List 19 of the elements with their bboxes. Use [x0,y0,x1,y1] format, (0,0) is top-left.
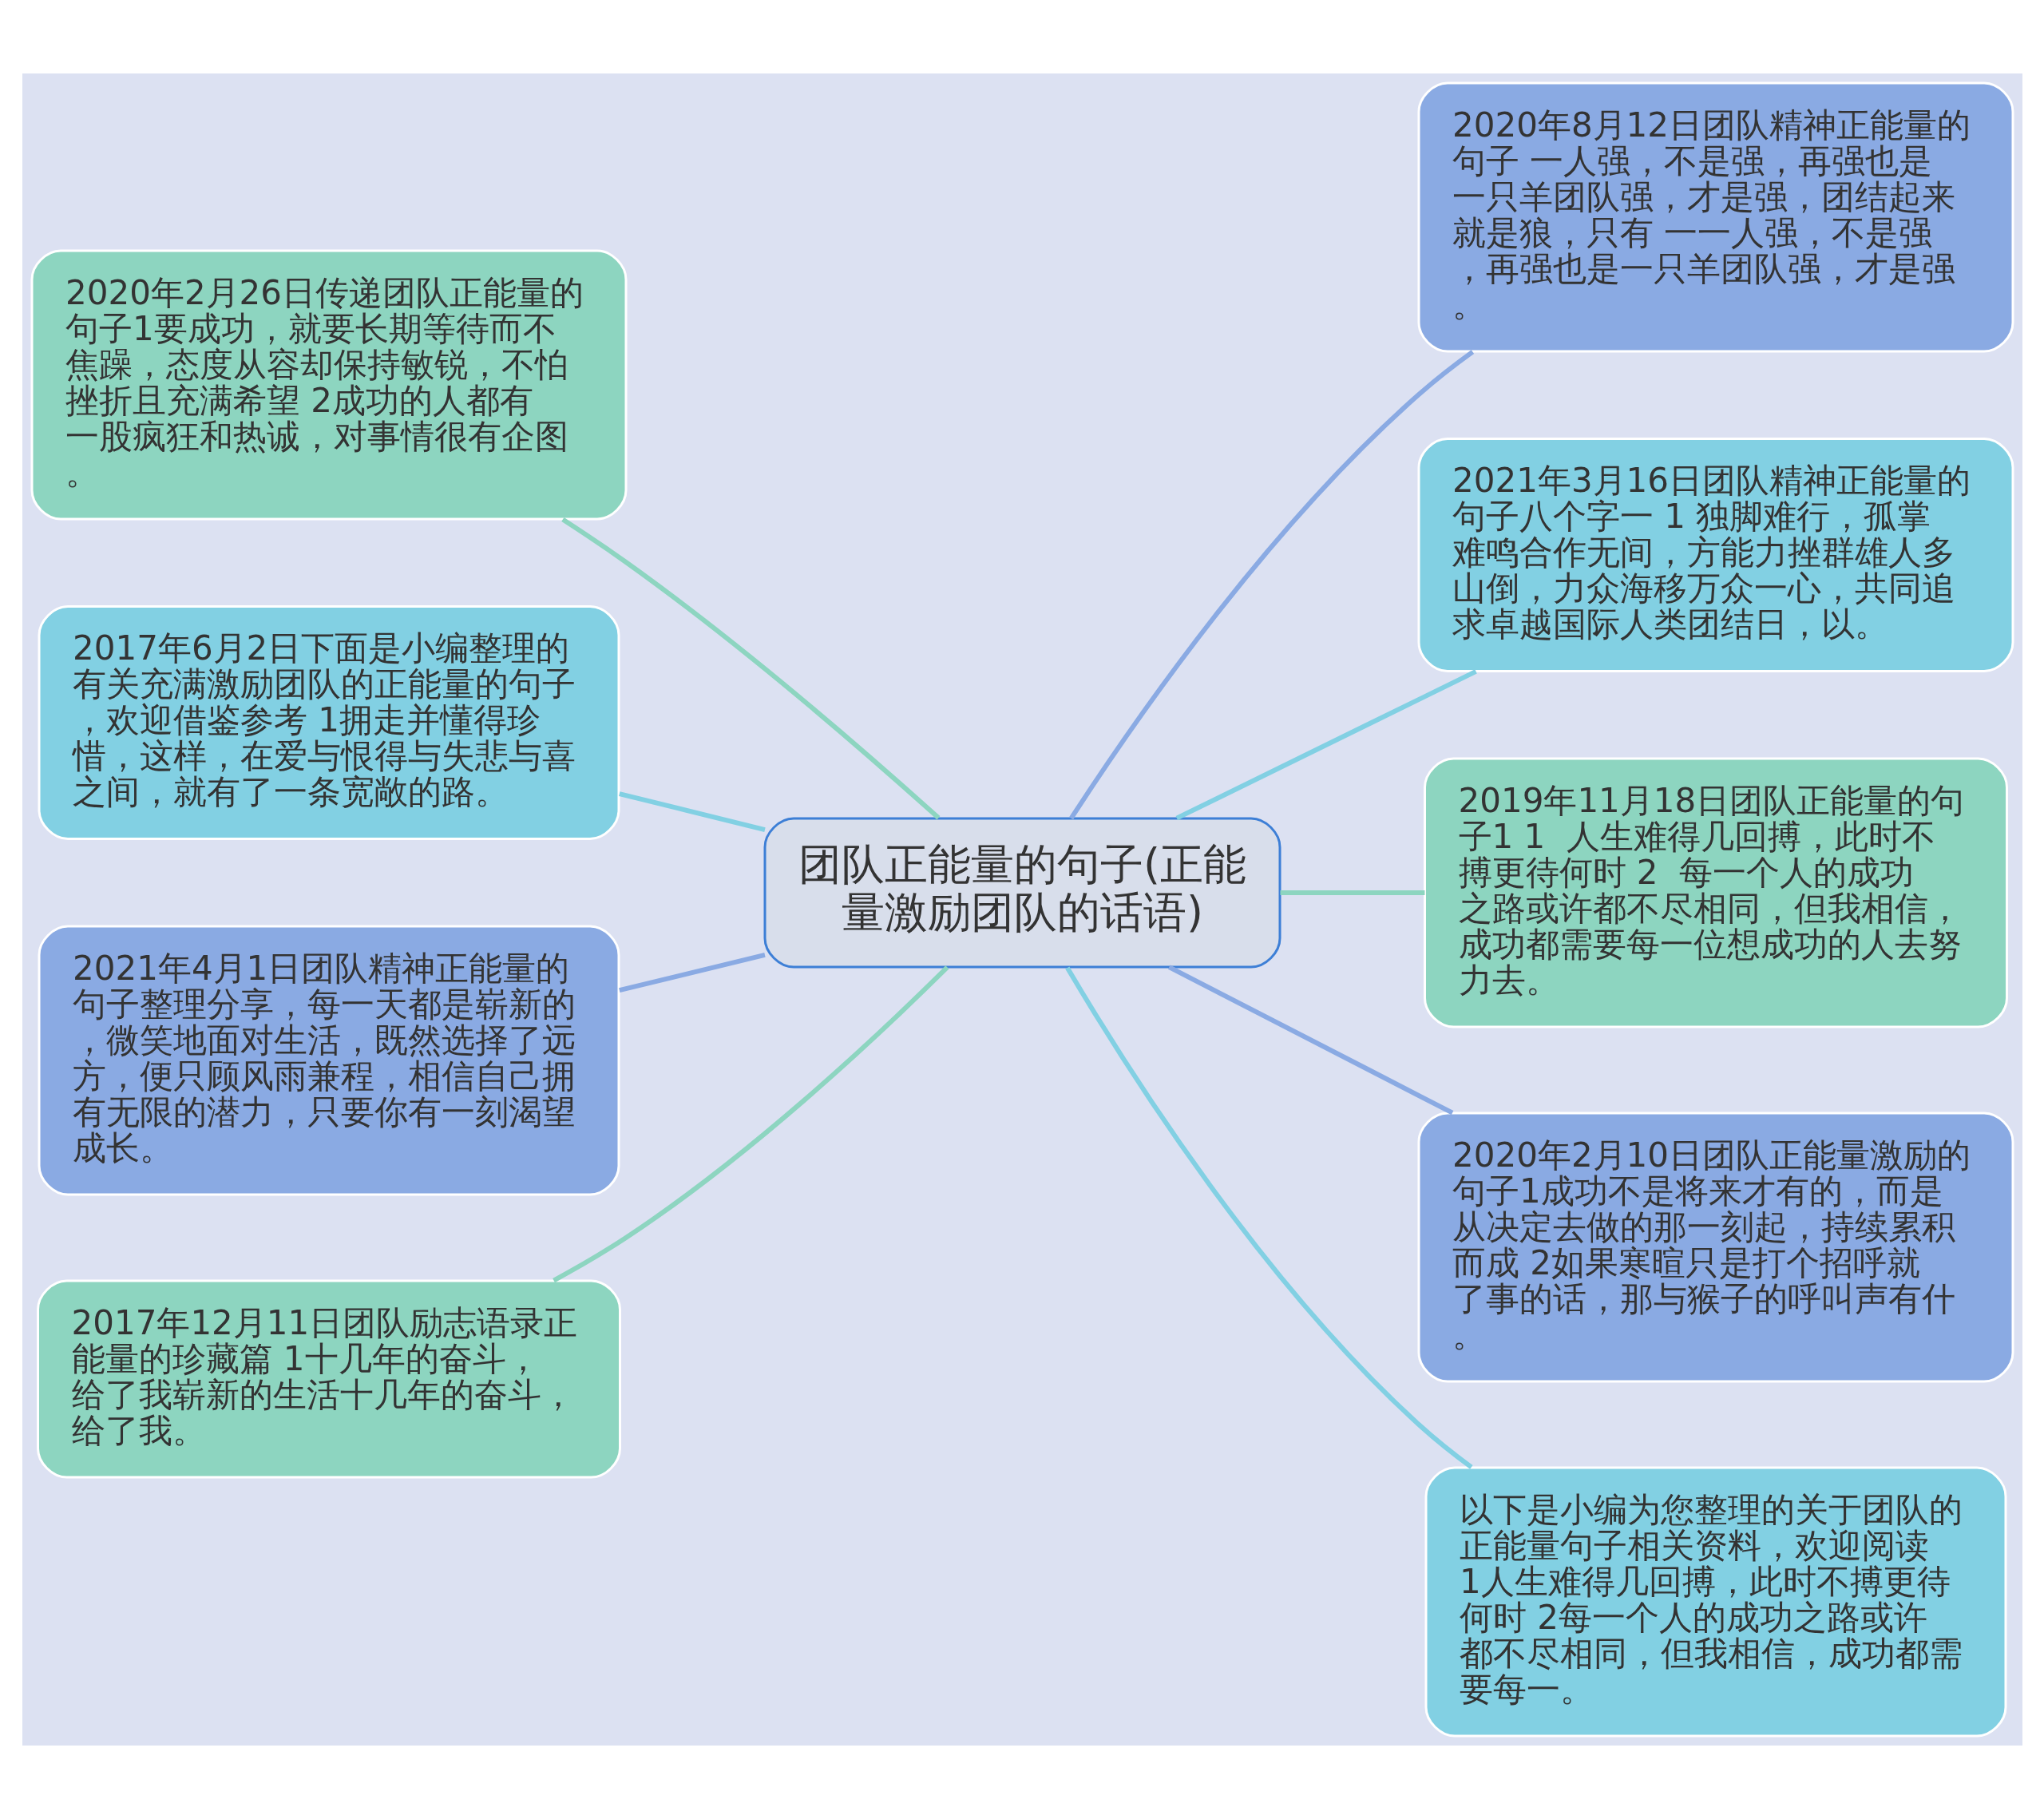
connector [1068,350,1474,820]
connector [561,517,940,820]
connector [618,952,766,993]
connector [1175,669,1477,821]
connector [1064,966,1473,1469]
node-box: 2021年3月16日团队精神正能量的句子八个字一 1 独脚难行，孤掌难鸣合作无间，方能力挫群雄人多山倒，力众海移万众一心，共同追求卓越国际人类团结日，以。 [1417,438,2014,672]
node-box: 2017年12月11日团队励志语录正能量的珍藏篇 1十几年的奋斗，给了我崭新的生活十几年的奋斗，给了我。 [36,1279,621,1479]
node-box: 2019年11月18日团队正能量的句子1 1 人生难得几回搏，此时不搏更待何时 2 每一个人的成功之路或许都不尽相同，但我相信，成功都需要每一位想成功的人去努力去。 [1423,757,2008,1028]
connector [552,965,949,1283]
connector [1279,890,1424,895]
node-box: 2020年2月26日传递团队正能量的句子1要成功，就要长期等待而不焦躁，态度从容却保持敏锐，不怕挫折且充满希望 2成功的人都有一股疯狂和热诚，对事情很有企图。 [30,249,627,521]
node-box: 2021年4月1日团队精神正能量的句子整理分享，每一天都是崭新的，微笑地面对生活，既然选择了远方，便只顾风雨兼程，相信自己拥有无限的潜力，只要你有一刻渴望成长。 [38,925,620,1196]
node-box: 2017年6月2日下面是小编整理的有关充满激励团队的正能量的句子，欢迎借鉴参考 1拥走并懂得珍惜，这样，在爱与恨得与失悲与喜之间，就有了一条宽敞的路。 [38,605,620,840]
connector [1167,965,1453,1116]
node-box: 以下是小编为您整理的关于团队的正能量句子相关资料，欢迎阅读 1人生难得几回搏，此时不搏更待何时 2每一个人的成功之路或许都不尽相同，但我相信，成功都需要每一。 [1424,1466,2006,1738]
node-box: 2020年2月10日团队正能量激励的句子1成功不是将来才有的，而是从决定去做的那一刻起，持续累积而成 2如果寒暄只是打个招呼就了事的话，那与猴子的呼叫声有什。 [1417,1112,2014,1383]
connector [618,791,766,832]
node-box: 团队正能量的句子(正能量激励团队的话语) [763,817,1281,969]
node-box: 2020年8月12日团队精神正能量的句子 一人强，不是强，再强也是一只羊团队强，才是强，团结起来就是狼，只有 一一人强，不是强，再强也是一只羊团队强，才是强。 [1417,81,2014,353]
